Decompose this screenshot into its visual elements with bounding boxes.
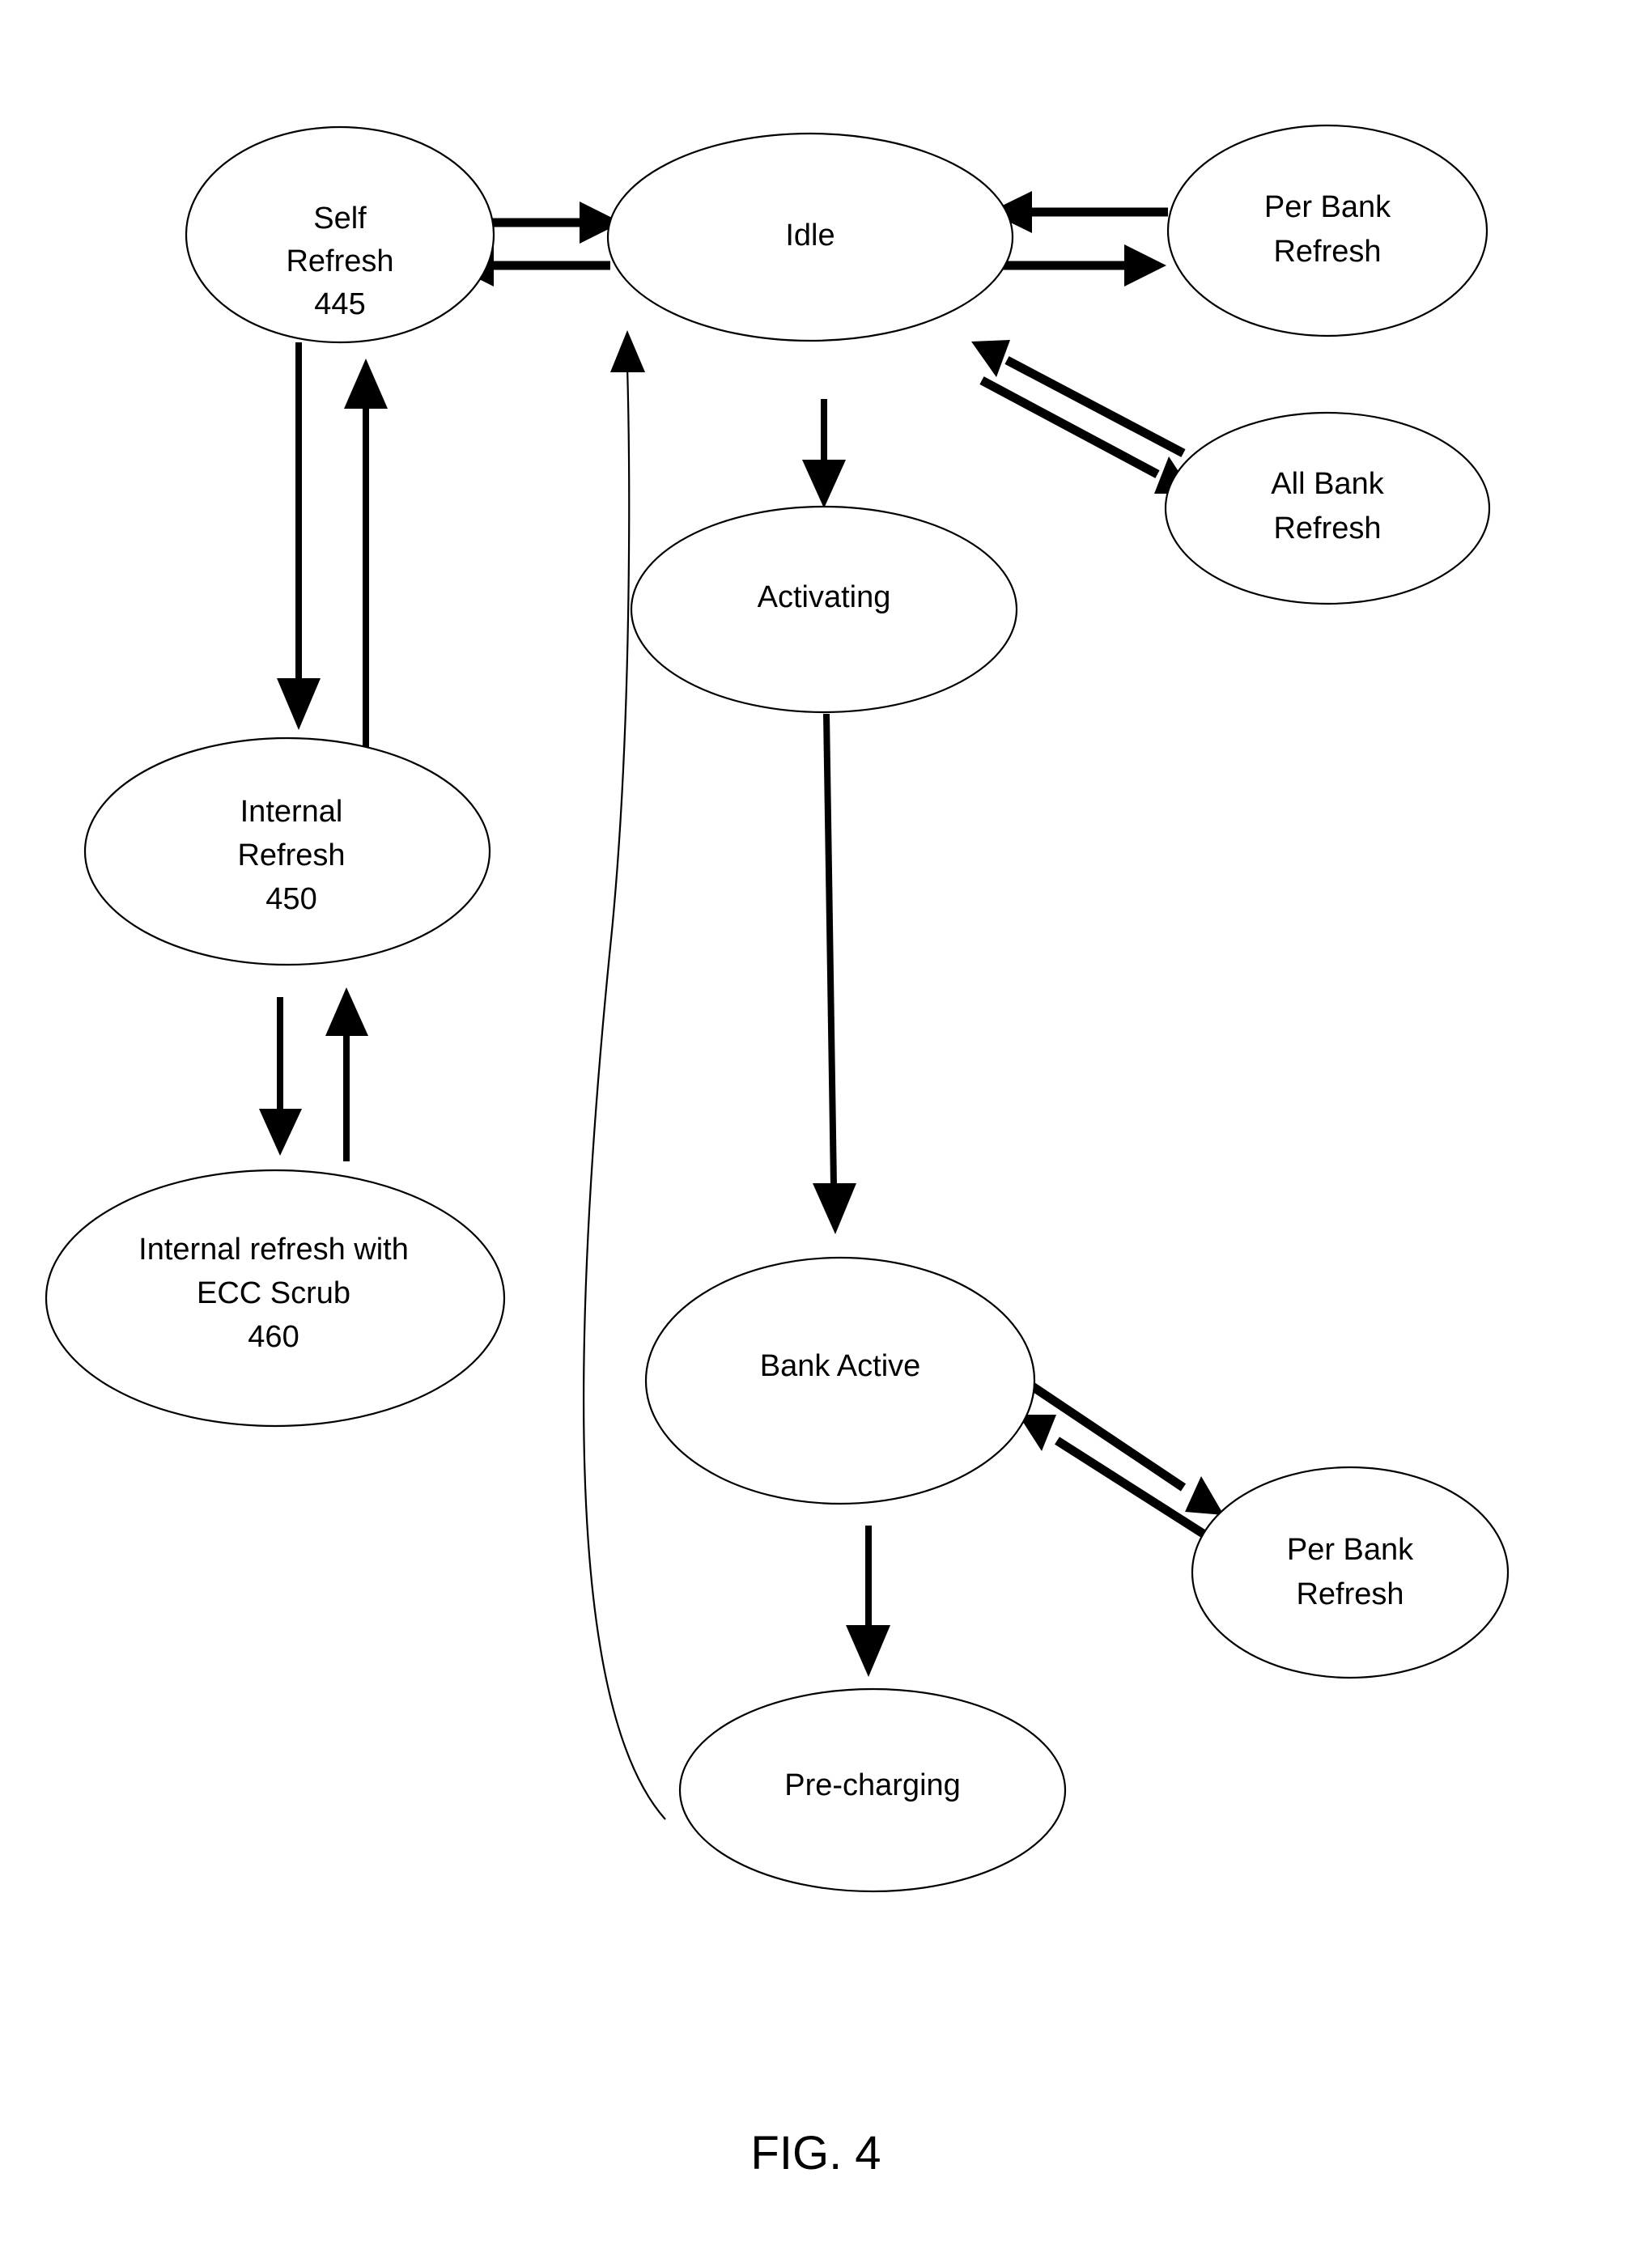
node-idle[interactable]: Idle	[606, 132, 1014, 342]
node-per-bank-refresh-top-label-line1: Per Bank	[1264, 190, 1391, 224]
node-activating-label: Activating	[758, 580, 891, 614]
node-self-refresh-label-line1: Self	[313, 202, 367, 236]
edge-idle-to-perbanktop	[994, 244, 1166, 286]
edge-activating-to-bankactive	[813, 713, 856, 1234]
node-per-bank-refresh-top-label-line2: Refresh	[1273, 235, 1381, 269]
arrowhead-idle-to-activating	[802, 460, 846, 508]
arrowhead-idle-to-perbanktop	[1124, 244, 1166, 286]
node-internal-refresh-450-shape[interactable]	[83, 736, 491, 966]
edge-internal450-to-selfrefresh	[344, 359, 388, 753]
edge-bankactive-to-perbankbot	[1026, 1380, 1224, 1515]
node-pre-charging[interactable]: Pre-charging	[678, 1687, 1067, 1893]
node-all-bank-refresh-shape[interactable]	[1164, 411, 1491, 605]
node-pre-charging-shape[interactable]	[678, 1687, 1067, 1893]
arrowhead-bankactive-to-perbankbot	[1185, 1476, 1224, 1515]
node-all-bank-refresh-label-line2: Refresh	[1273, 511, 1381, 545]
edge-selfrefresh-to-internal450	[277, 342, 321, 730]
node-all-bank-refresh[interactable]: All Bank Refresh	[1164, 411, 1491, 605]
node-self-refresh-label-line3: 445	[314, 287, 365, 321]
node-idle-label: Idle	[785, 219, 834, 253]
node-idle-shape[interactable]	[606, 132, 1014, 342]
node-self-refresh-shape[interactable]	[185, 125, 495, 344]
edge-perbankbot-to-bankactive	[1018, 1415, 1225, 1550]
node-internal-refresh-450[interactable]: Internal Refresh 450	[83, 736, 491, 966]
node-pre-charging-label: Pre-charging	[784, 1768, 961, 1802]
edge-perbanktop-to-idle	[989, 191, 1168, 233]
edge-bankactive-to-precharging	[846, 1526, 890, 1677]
node-internal-refresh-450-label-line3: 450	[265, 882, 316, 916]
edge-precharging-to-idle	[583, 330, 666, 1820]
edge-allbank-to-idle	[971, 340, 1186, 457]
node-all-bank-refresh-label-line1: All Bank	[1271, 467, 1384, 501]
node-bank-active-label: Bank Active	[760, 1349, 921, 1383]
node-per-bank-refresh-bottom-label-line2: Refresh	[1296, 1577, 1404, 1611]
edge-idle-to-activating	[802, 399, 846, 508]
node-self-refresh-label-line2: Refresh	[286, 244, 393, 278]
node-internal-refresh-ecc-scrub-460-shape[interactable]	[45, 1169, 506, 1428]
node-per-bank-refresh-bottom-shape[interactable]	[1191, 1466, 1510, 1679]
node-per-bank-refresh-bottom-label-line1: Per Bank	[1287, 1533, 1414, 1567]
arrowhead-internal450-to-eccscrub	[259, 1109, 302, 1156]
arrowhead-perbankbot-to-bankactive	[1018, 1415, 1056, 1451]
node-internal-refresh-450-label-line2: Refresh	[237, 838, 345, 872]
node-ecc-scrub-label-line3: 460	[248, 1320, 299, 1354]
node-ecc-scrub-label-line2: ECC Scrub	[197, 1276, 350, 1310]
node-internal-refresh-450-label-line1: Internal	[240, 795, 343, 829]
node-per-bank-refresh-bottom[interactable]: Per Bank Refresh	[1191, 1466, 1510, 1679]
node-internal-refresh-ecc-scrub-460[interactable]: Internal refresh with ECC Scrub 460	[45, 1169, 506, 1428]
node-per-bank-refresh-top[interactable]: Per Bank Refresh	[1166, 124, 1488, 337]
arrowhead-allbank-to-idle	[971, 340, 1010, 377]
arrowhead-selfrefresh-to-idle	[580, 202, 622, 244]
node-bank-active-shape[interactable]	[644, 1256, 1036, 1505]
node-activating[interactable]: Activating	[630, 505, 1018, 714]
arrowhead-selfrefresh-to-internal450	[277, 678, 321, 730]
node-ecc-scrub-label-line1: Internal refresh with	[138, 1233, 409, 1267]
arrowhead-precharging-to-idle	[610, 330, 645, 372]
node-activating-shape[interactable]	[630, 505, 1018, 714]
arrowhead-bankactive-to-precharging	[846, 1625, 890, 1677]
arrowhead-internal450-to-selfrefresh	[344, 359, 388, 409]
arrowhead-perbanktop-to-idle	[989, 191, 1032, 233]
arrowhead-activating-to-bankactive	[813, 1183, 856, 1234]
node-bank-active[interactable]: Bank Active	[644, 1256, 1036, 1505]
node-self-refresh[interactable]: Self Refresh 445	[185, 125, 495, 344]
edge-eccscrub-to-internal450	[325, 987, 368, 1161]
arrowhead-eccscrub-to-internal450	[325, 987, 368, 1036]
figure-caption: FIG. 4	[750, 2127, 881, 2179]
edge-internal450-to-eccscrub	[259, 997, 302, 1156]
node-per-bank-refresh-top-shape[interactable]	[1166, 124, 1488, 337]
